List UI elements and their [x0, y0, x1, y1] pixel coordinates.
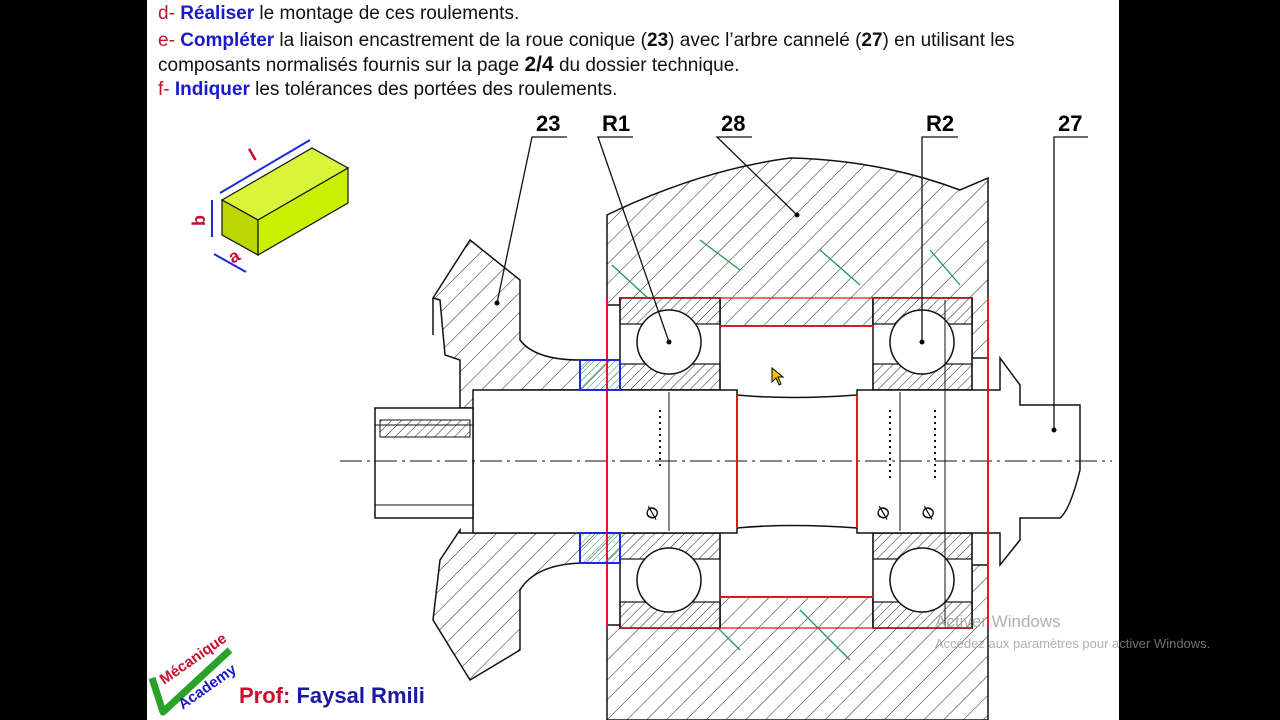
callout-r1: R1: [602, 111, 630, 136]
windows-activation-subtitle: Accédez aux paramètres pour activer Wind…: [935, 636, 1211, 651]
key-length-label: l: [245, 145, 259, 165]
bearing-r1-bottom: [619, 532, 721, 629]
fit-lines: [606, 297, 989, 629]
diameter-symbol-r1: Ø: [643, 504, 663, 522]
leader-lines: [496, 136, 1088, 430]
professor-credit: Prof: Faysal Rmili: [239, 683, 425, 708]
key-height-label: b: [189, 215, 209, 226]
diameter-symbol-r2-shaft: Ø: [874, 504, 894, 522]
diameter-dimensions: [659, 300, 946, 626]
instruction-d: d- Réaliser le montage de ces roulements…: [158, 3, 520, 24]
callout-27: 27: [1058, 111, 1082, 136]
callout-r2: R2: [926, 111, 954, 136]
exercise-sheet: d- Réaliser le montage de ces roulements…: [147, 0, 1119, 720]
parallel-key-illustration: l b a: [189, 139, 350, 273]
key-slot-top: [579, 359, 621, 391]
key-width-label: a: [225, 245, 245, 268]
diameter-symbol-r2-housing: Ø: [919, 504, 939, 522]
callout-28: 28: [721, 111, 745, 136]
key-slot-bottom: [579, 532, 621, 564]
mouse-cursor-icon: [771, 367, 785, 386]
callout-23: 23: [536, 111, 560, 136]
instruction-f: f- Indiquer les tolérances des portées d…: [158, 79, 618, 100]
windows-activation-title: Activer Windows: [935, 612, 1061, 631]
instruction-e: e- Compléter la liaison encastrement de …: [158, 30, 1015, 51]
assembly-drawing: Ø Ø Ø 23 R1 28 R2 27 l b a: [148, 111, 1112, 720]
bearing-r2-bottom: [872, 532, 973, 629]
instruction-e-continued: composants normalisés fournis sur la pag…: [158, 53, 740, 76]
mecanique-academy-logo: Mécanique Academy: [148, 630, 240, 716]
bearing-r1-top: [619, 297, 721, 391]
